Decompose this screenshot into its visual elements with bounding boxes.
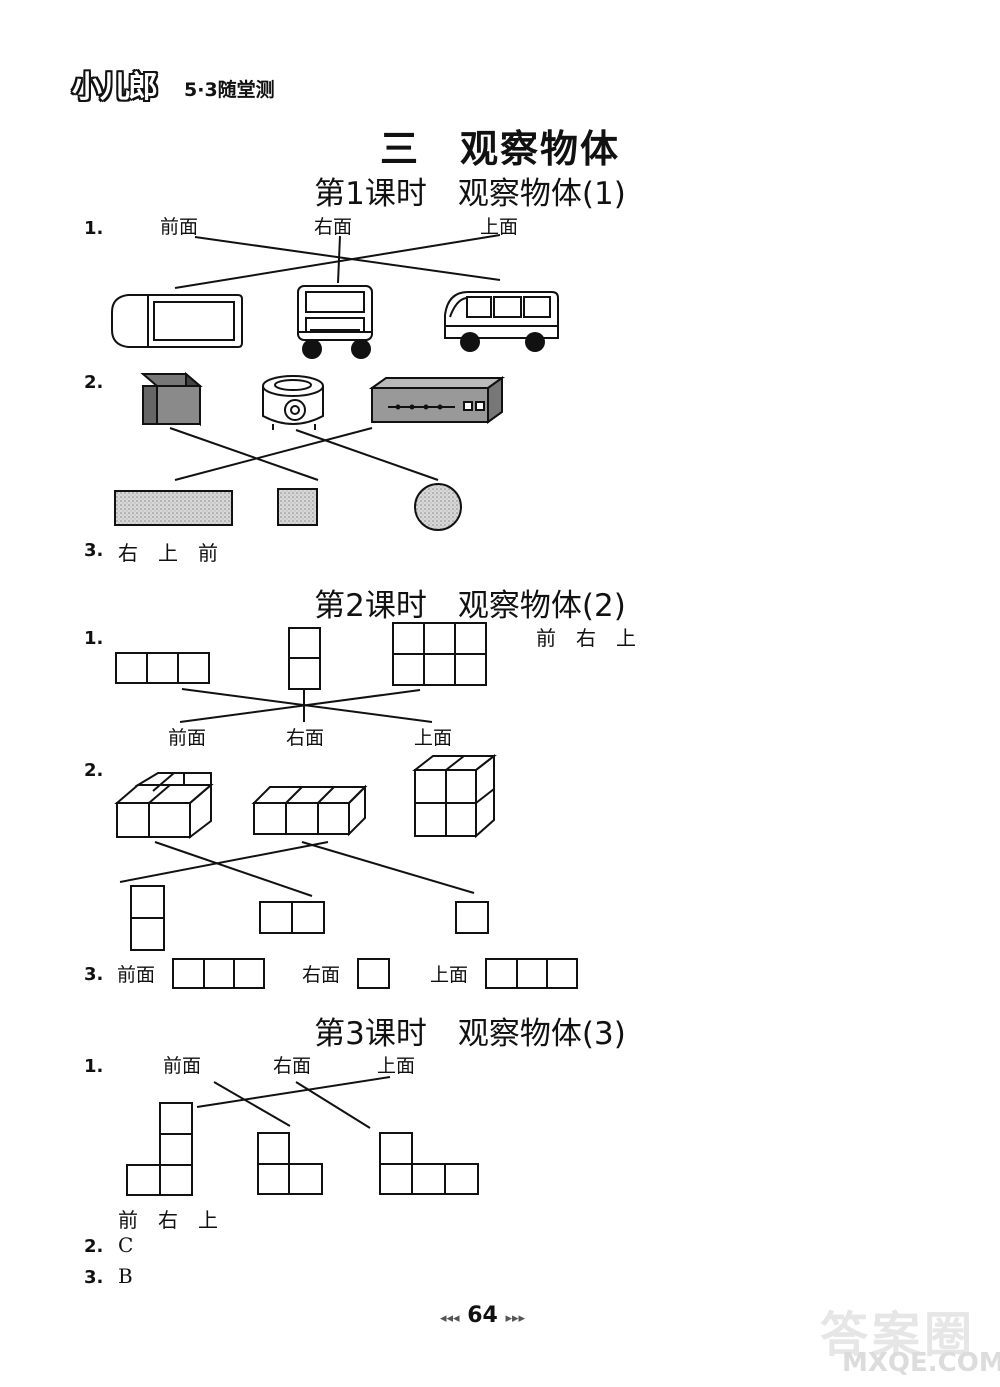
l1-q3-answer: 右 上 前: [118, 541, 218, 565]
l2-q1-column-of-two: [288, 627, 321, 690]
l3-q2-answer: C: [118, 1233, 134, 1257]
l2-q1-row-of-three: [115, 652, 210, 684]
l2-q3-label-front: 前面: [117, 964, 156, 986]
rice-cooker-icon: [262, 375, 324, 430]
dvd-top-view-shape: [114, 490, 233, 526]
brand-logo: 小儿郎: [72, 70, 158, 105]
cube-tower-2x2-icon: [412, 753, 497, 839]
watermark-url: MXQE.COM: [842, 1348, 1000, 1378]
l2-q2-number: 2.: [84, 760, 104, 781]
l3-q1-label-front: 前面: [163, 1055, 202, 1077]
watermark-logo: 答案圈: [820, 1307, 977, 1363]
l1-q1-label-top: 上面: [480, 216, 519, 238]
l3-q1-match-lines: [196, 1076, 391, 1129]
next-arrows: ▸▸▸: [505, 1311, 526, 1326]
l1-q3-number: 3.: [84, 540, 104, 561]
l2-q3-number: 3.: [84, 964, 104, 985]
l2-q3-label-right: 右面: [302, 964, 341, 986]
l3-q1-number: 1.: [84, 1056, 104, 1077]
l2-q1-label-top: 上面: [414, 727, 453, 749]
lesson-1-title: 第1课时 观察物体(1): [314, 176, 626, 212]
l3-q1-view-c: [379, 1132, 479, 1195]
bus-side-view-icon: [444, 291, 559, 339]
bus-top-view-icon: [111, 294, 243, 348]
l2-q3-top-view: [485, 958, 578, 989]
l3-q1-label-top: 上面: [377, 1055, 416, 1077]
l2-q3-label-top: 上面: [430, 964, 469, 986]
l3-q1-view-b: [257, 1132, 323, 1195]
l2-q1-label-front: 前面: [168, 727, 207, 749]
l3-q3-answer: B: [118, 1264, 133, 1288]
l1-q1-label-right: 右面: [314, 216, 353, 238]
l2-q1-answer: 前 右 上: [536, 626, 636, 650]
prev-arrows: ◂◂◂: [439, 1311, 460, 1326]
cube-icon: [140, 371, 203, 427]
l2-q1-label-right: 右面: [286, 727, 325, 749]
l1-q1-label-front: 前面: [160, 216, 199, 238]
dvd-player-icon: [368, 376, 506, 424]
l2-q1-grid-3x2: [392, 622, 487, 686]
l3-q1-view-a: [126, 1102, 193, 1196]
l2-q2-match-lines: [119, 841, 475, 897]
l2-q3-right-view: [357, 958, 390, 989]
l1-q2-match-lines: [169, 427, 439, 481]
l1-q1-match-lines: [174, 234, 501, 289]
lesson-3-title: 第3课时 观察物体(3): [314, 1016, 626, 1052]
bus-front-view-icon: [297, 285, 373, 341]
cube-view-shape: [277, 488, 318, 526]
l2-q1-number: 1.: [84, 628, 104, 649]
cube-row-of-three-icon: [251, 784, 368, 837]
series-name: 5·3随堂测: [184, 79, 275, 101]
cube-stack-2x2-icon: [114, 772, 214, 840]
lesson-2-title: 第2课时 观察物体(2): [314, 588, 626, 624]
l3-q1-answer: 前 右 上: [118, 1208, 218, 1232]
l3-q1-label-right: 右面: [273, 1055, 312, 1077]
l2-q2-views: [130, 885, 489, 951]
page-number-row: ◂◂◂ 64 ▸▸▸: [0, 1303, 965, 1328]
l3-q2-number: 2.: [84, 1236, 104, 1257]
l3-q3-number: 3.: [84, 1267, 104, 1288]
l2-q3-front-view: [172, 958, 265, 989]
page-number: 64: [467, 1303, 498, 1328]
chapter-title: 三 观察物体: [379, 127, 620, 171]
l1-q1-number: 1.: [84, 218, 104, 239]
l2-q1-match-lines: [179, 688, 433, 723]
l1-q2-number: 2.: [84, 372, 104, 393]
cooker-top-view-shape: [414, 483, 462, 531]
